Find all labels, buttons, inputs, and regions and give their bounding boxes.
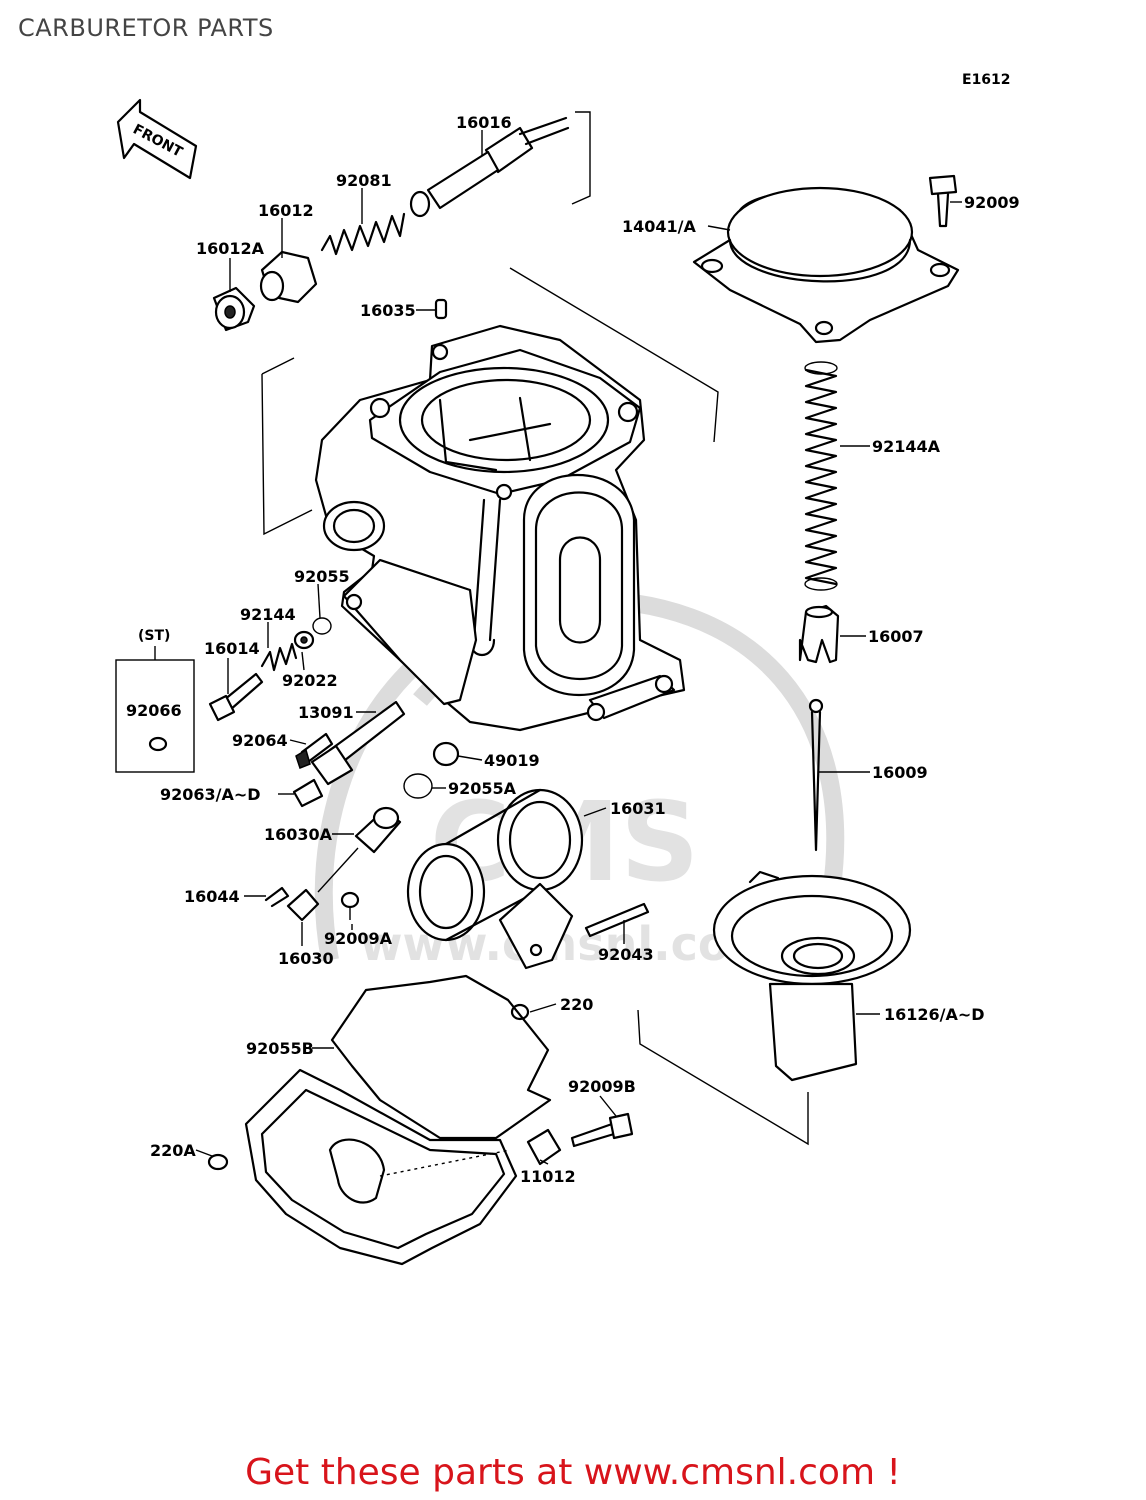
part-16012-nut [259,250,318,304]
label-11012: 11012 [520,1167,576,1186]
part-16126-slide [637,870,912,1146]
part-16012A-cap [212,286,256,332]
part-labels: 16016 92081 16012 16012A 16035 92009 140… [126,113,1020,1186]
label-92055A: 92055A [448,779,517,798]
carburetor-body [261,267,719,732]
st-label: (ST) [138,628,170,644]
part-16031-float [406,788,584,970]
label-49019: 49019 [484,751,540,770]
part-220A-screw [207,1153,229,1171]
label-92063: 92063/A~D [160,785,261,804]
label-16012A: 16012A [196,239,265,258]
part-14041-top-cover [692,186,960,344]
label-92055: 92055 [294,567,350,586]
part-92043-pin [584,902,650,938]
part-92055A-oring [403,773,433,799]
label-92064: 92064 [232,731,288,750]
page-title: CARBURETOR PARTS [18,14,274,42]
label-92009: 92009 [964,193,1020,212]
label-92081: 92081 [336,171,392,190]
part-16009-needle [808,698,824,852]
part-92081-spring [320,212,406,256]
part-92055B-gasket [330,974,552,1140]
label-16007: 16007 [868,627,924,646]
label-16009: 16009 [872,763,928,782]
part-16030A-seat [317,806,402,893]
label-16012: 16012 [258,201,314,220]
float-bowl [244,1068,518,1266]
footer-shop-link[interactable]: Get these parts at www.cmsnl.com ! [245,1452,901,1493]
label-92022: 92022 [282,671,338,690]
label-16126: 16126/A~D [884,1005,985,1024]
label-92144: 92144 [240,605,296,624]
front-arrow-icon: FRONT [116,98,198,180]
part-92009A-screw [340,891,360,920]
label-92009B: 92009B [568,1077,636,1096]
label-16044: 16044 [184,887,240,906]
diagram-code: E1612 [962,72,1011,88]
label-92043: 92043 [598,945,654,964]
part-92144-spring [260,642,298,672]
part-92064-jet [295,732,334,769]
part-92022-washer [293,630,315,650]
part-13091-jet [310,700,406,786]
label-92144A: 92144A [872,437,941,456]
part-11012-cap [526,1128,562,1166]
label-92066: 92066 [126,701,182,720]
label-14041A: 14041/A [622,217,697,236]
part-16014-screw [208,672,264,722]
part-16016-plunger [409,116,570,218]
part-16030-valve [286,888,320,922]
st-box: (ST) [115,628,195,773]
part-92063-main-jet [292,778,324,808]
label-220A: 220A [150,1141,196,1160]
part-16044-clip [264,886,290,908]
part-92009B-screw [570,1112,634,1148]
part-92055-oring [312,617,332,635]
label-16035: 16035 [360,301,416,320]
label-16030: 16030 [278,949,334,968]
label-92055B: 92055B [246,1039,314,1058]
label-16016: 16016 [456,113,512,132]
label-13091: 13091 [298,703,354,722]
label-16014: 16014 [204,639,260,658]
leader-lines [195,130,962,1165]
part-92009-screw [928,174,958,228]
part-49019-plug [432,741,460,767]
part-16007-holder [798,604,840,664]
label-220: 220 [560,995,593,1014]
label-16031: 16031 [610,799,666,818]
label-92009A: 92009A [324,929,393,948]
part-16035-jet [434,298,448,320]
label-16030A: 16030A [264,825,333,844]
bracket-right [571,111,591,205]
part-92144A-spring [804,361,838,591]
